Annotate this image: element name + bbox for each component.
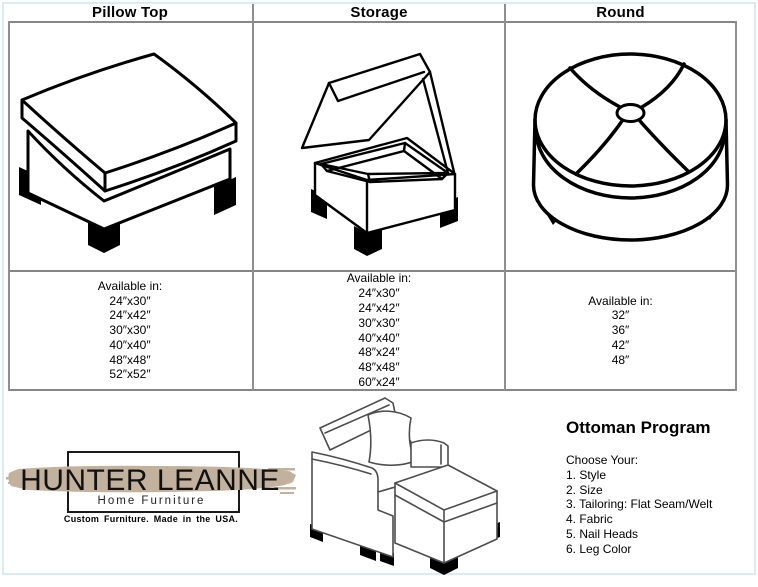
- logo-brush-stroke: [6, 465, 296, 494]
- size-option: 48″x48″: [109, 352, 151, 367]
- program-option: 2. Size: [566, 482, 603, 497]
- available-label: Available in:: [588, 293, 653, 308]
- grid-line-table-bottom: [8, 389, 737, 391]
- page-border: [2, 2, 756, 575]
- size-option: 40″x40″: [109, 337, 151, 352]
- size-option: 52″x52″: [109, 367, 151, 382]
- column-header-round: Round: [596, 4, 645, 21]
- size-option: 48″: [611, 352, 630, 367]
- size-option: 24″x42″: [109, 308, 151, 323]
- grid-line-divider-2: [504, 4, 506, 391]
- size-option: 42″: [611, 337, 630, 352]
- size-option: 48″x48″: [358, 360, 400, 375]
- size-option: 32″: [611, 308, 630, 323]
- chair-with-ottoman-drawing: [310, 397, 500, 575]
- program-option: 4. Fabric: [566, 512, 613, 527]
- size-list-pillow-top: Available in: 24″x30″ 24″x42″ 30″x30″ 40…: [8, 272, 252, 389]
- column-header-storage: Storage: [350, 4, 408, 21]
- size-option: 40″x40″: [358, 330, 400, 345]
- size-option: 30″x30″: [358, 315, 400, 330]
- grid-line-divider-1: [252, 4, 254, 391]
- program-option: 6. Leg Color: [566, 541, 632, 556]
- column-header-pillow-top: Pillow Top: [92, 4, 168, 21]
- storage-ottoman-drawing: [300, 52, 458, 256]
- size-option: 24″x42″: [358, 300, 400, 315]
- size-option: 24″x30″: [109, 293, 151, 308]
- size-option: 30″x30″: [109, 323, 151, 338]
- round-ottoman-drawing: [531, 52, 730, 242]
- brand-division: Home Furniture: [97, 495, 206, 507]
- program-title: Ottoman Program: [566, 418, 711, 437]
- brand-name: HUNTER LEANNE: [20, 464, 280, 497]
- program-intro: Choose Your:: [566, 453, 639, 467]
- ottoman-program-section: Ottoman Program Choose Your: 1. Style 2.…: [566, 418, 744, 557]
- size-list-round: Available in: 32″ 36″ 42″ 48″: [506, 272, 735, 389]
- brand-tagline: Custom Furniture. Made in the USA.: [63, 514, 239, 524]
- size-list-storage: Available in: 24″x30″ 24″x42″ 30″x30″ 40…: [254, 271, 504, 389]
- size-option: 60″x24″: [358, 374, 400, 389]
- program-option: 5. Nail Heads: [566, 526, 639, 541]
- pillow-top-ottoman-drawing: [19, 52, 238, 253]
- size-option: 24″x30″: [358, 286, 400, 301]
- grid-line-right: [735, 21, 737, 391]
- grid-line-left: [8, 21, 10, 391]
- size-option: 48″x24″: [358, 345, 400, 360]
- grid-line-mid: [8, 270, 737, 272]
- size-option: 36″: [611, 323, 630, 338]
- program-option: 3. Tailoring: Flat Seam/Welt: [566, 497, 713, 512]
- program-option: 1. Style: [566, 467, 607, 482]
- grid-line-header-bottom: [8, 21, 737, 23]
- available-label: Available in:: [97, 278, 163, 293]
- available-label: Available in:: [346, 271, 412, 286]
